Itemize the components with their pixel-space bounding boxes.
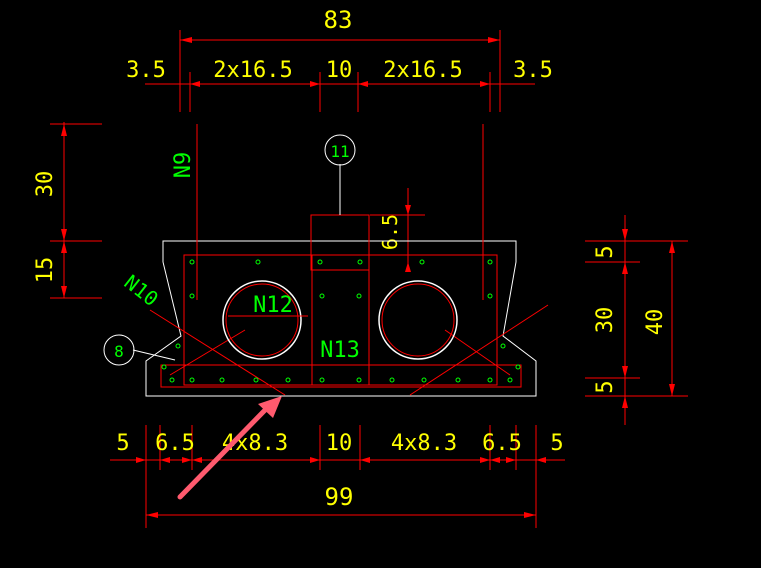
bar-dots [161,259,521,383]
void-left [222,280,302,360]
label-n12: N12 [253,293,293,318]
right-dimension-group [585,215,688,425]
left-dimension-group [50,122,102,299]
void-right [378,280,458,360]
rebar-center-stirrup [311,254,370,386]
callout-text-8: 8 [114,342,124,361]
callout-circle-11 [324,134,356,166]
bottom-dim-text-2: 6.5 [155,431,195,456]
left-dimension-arrows [61,124,67,298]
bottom-dim-text-5: 4x8.3 [391,431,457,456]
left-dim-text-15: 15 [33,257,58,284]
bottom-dimension-arrows [136,457,546,518]
top-dim-text-2: 2x16.5 [213,58,292,83]
top-dim-text-5: 3.5 [513,58,553,83]
left-dim-text-30: 30 [33,171,58,198]
callout-circle-8 [103,334,135,366]
label-n9: N9 [171,152,196,179]
right-dim-text-5a: 5 [593,245,618,258]
annotation-arrow [177,396,282,500]
rebar-bottom-stirrup [160,364,522,388]
right-dim-text-5b: 5 [593,380,618,393]
inner-dim-text-6-5: 6.5 [378,214,402,250]
top-dim-text-4: 2x16.5 [383,58,462,83]
top-overall-dim-text: 83 [324,6,353,34]
right-dimension-arrows [622,229,675,408]
bottom-dim-text-7: 5 [550,431,563,456]
right-dim-text-40: 40 [643,309,668,336]
top-dim-text-3: 10 [326,58,353,83]
label-n10: N10 [120,270,163,311]
bottom-overall-dim-text: 99 [325,483,354,511]
top-dimension-group [145,30,535,112]
bottom-dim-text-4: 10 [326,431,353,456]
bottom-dim-text-6: 6.5 [482,431,522,456]
bottom-dim-text-1: 5 [116,431,129,456]
right-dim-text-30: 30 [593,307,618,334]
rebar-group [149,124,549,396]
section-outline [145,240,537,397]
top-dim-text-1: 3.5 [126,58,166,83]
top-dimension-arrows [180,37,500,87]
callout-text-11: 11 [330,142,349,161]
label-n13: N13 [320,338,360,363]
